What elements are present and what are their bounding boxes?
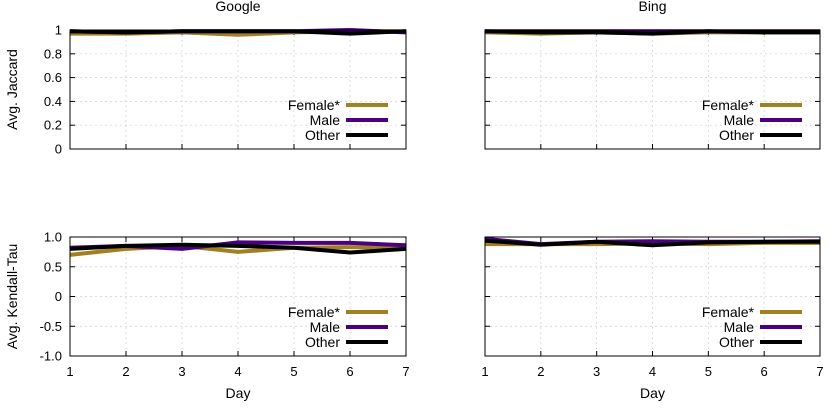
legend-label: Male [310, 112, 341, 128]
plot-frame [484, 236, 821, 357]
x-tick-label: 3 [178, 364, 185, 379]
x-axis-label: Day [640, 385, 665, 401]
legend-label: Male [724, 319, 755, 335]
series-line-other [484, 238, 820, 248]
y-tick-label: 1 [55, 23, 62, 38]
x-tick-label: 1 [481, 364, 488, 379]
y-tick-label: 0.8 [44, 46, 62, 61]
panel-title: Google [215, 0, 260, 14]
legend-label: Female* [702, 304, 755, 320]
y-axis-label: Avg. Jaccard [4, 49, 20, 130]
y-tick-label: 0.2 [44, 118, 62, 133]
legend-label: Female* [288, 304, 341, 320]
x-tick-label: 7 [402, 364, 409, 379]
y-tick-label: 1.0 [44, 230, 62, 245]
x-tick-label: 5 [705, 364, 712, 379]
x-tick-label: 4 [234, 364, 241, 379]
legend-label: Male [310, 319, 341, 335]
y-tick-label: 0.6 [44, 70, 62, 85]
legend-label: Female* [702, 97, 755, 113]
x-tick-label: 2 [537, 364, 544, 379]
legend-label: Other [305, 334, 340, 350]
legend-label: Other [305, 127, 340, 143]
y-tick-label: -1.0 [40, 349, 62, 364]
x-axis-label: Day [226, 385, 251, 401]
x-tick-label: 6 [346, 364, 353, 379]
x-tick-label: 4 [649, 364, 656, 379]
legend-label: Female* [288, 97, 341, 113]
series-line-female [69, 243, 407, 257]
x-tick-label: 5 [290, 364, 297, 379]
series-line-other [484, 29, 820, 36]
y-tick-label: -0.5 [40, 319, 62, 334]
y-tick-label: 0 [55, 289, 62, 304]
plot-frame [69, 29, 407, 150]
y-axis-label: Avg. Kendall-Tau [4, 244, 20, 350]
plot-frame [69, 236, 407, 357]
series-line-other [69, 242, 407, 255]
legend-label: Other [719, 127, 754, 143]
panel-title: Bing [638, 0, 666, 14]
y-tick-label: 0.4 [44, 94, 62, 109]
x-tick-label: 7 [816, 364, 823, 379]
legend-label: Male [724, 112, 755, 128]
series-line-other [69, 29, 407, 36]
y-tick-label: 0.5 [44, 259, 62, 274]
y-tick-label: 0 [55, 142, 62, 157]
plot-frame [484, 29, 821, 150]
x-tick-label: 2 [122, 364, 129, 379]
legend-label: Other [719, 334, 754, 350]
x-tick-label: 6 [761, 364, 768, 379]
x-tick-label: 1 [66, 364, 73, 379]
x-tick-label: 3 [593, 364, 600, 379]
